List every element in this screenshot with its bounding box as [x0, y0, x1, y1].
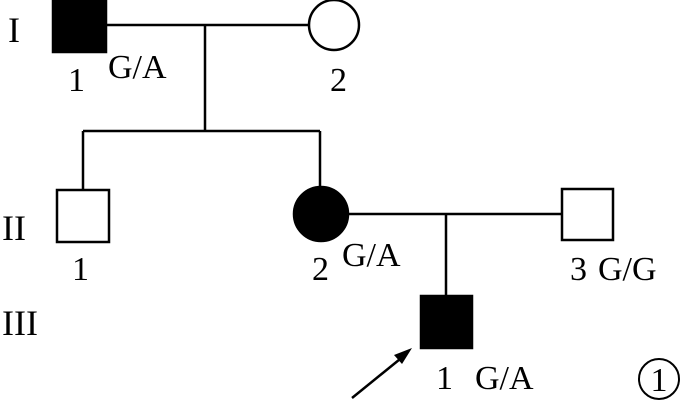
panel-label-circle — [638, 358, 680, 400]
individual-II-2-number: 2 — [312, 251, 329, 288]
individual-I-1-genotype: G/A — [108, 49, 167, 86]
generation-label-III: III — [2, 303, 38, 343]
individual-I-2-circle — [307, 0, 361, 52]
individual-II-1-square — [55, 188, 111, 244]
individual-III-1-number: 1 — [436, 360, 453, 397]
individual-III-1-square — [419, 294, 474, 350]
individual-II-1-number: 1 — [72, 251, 89, 288]
individual-II-2-genotype: G/A — [342, 237, 401, 274]
individual-III-1-genotype: G/A — [475, 360, 534, 397]
individual-I-1-square — [51, 0, 108, 54]
individual-II-3-square — [560, 187, 615, 242]
generation-label-II: II — [2, 208, 26, 248]
individual-II-3-number: 3 — [570, 251, 587, 288]
generation-label-I: I — [8, 10, 20, 50]
proband-arrow-icon — [351, 348, 412, 399]
individual-I-2-number: 2 — [330, 62, 347, 99]
individual-I-1-number: 1 — [68, 62, 85, 99]
individual-II-2-circle — [292, 185, 350, 243]
individual-II-3-genotype: G/G — [598, 251, 657, 288]
panel-label-number: 1 — [651, 362, 668, 399]
